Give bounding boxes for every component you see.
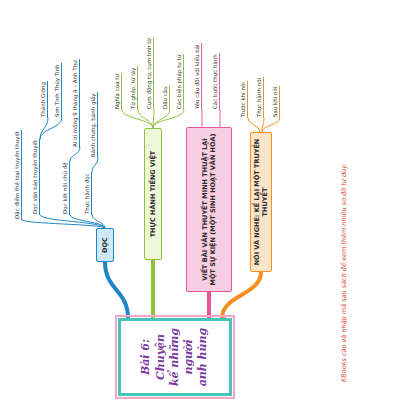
- node-text: Đặc điểm thể loại truyền thuyết: [14, 131, 20, 219]
- node-text: NÓI VÀ NGHE: KỂ LẠI MỘT TRUYỀN THUYẾT: [253, 136, 269, 268]
- node-text: Thực hành nói: [256, 78, 262, 117]
- sub-branch: [248, 118, 260, 132]
- node-text: Đọc văn bản truyền thuyết: [32, 140, 38, 214]
- node-text: Các bước thực hành: [212, 54, 218, 109]
- branch-box: VIẾT BÀI VĂN THUYẾT MINH THUẬT LẠI MỘT S…: [186, 127, 232, 292]
- branch-topic: Trước khi nói: [240, 81, 248, 118]
- branch-topic: Sau khi nói: [272, 86, 280, 118]
- sub-branch: [40, 118, 62, 139]
- branch-topic: Thực hành đọc: [84, 172, 92, 215]
- node-text: Cụm động từ, cụm tính từ: [146, 38, 152, 109]
- node-text: THỰC HÀNH TIẾNG VIỆT: [149, 151, 157, 238]
- branch-box: THỰC HÀNH TIẾNG VIỆT: [144, 128, 162, 260]
- branch-topic: Yêu cầu đối với kiểu bài: [194, 43, 202, 110]
- branch-topic: Sơn Tinh Thủy Tinh: [54, 63, 62, 118]
- node-text: Từ ghép, từ láy: [130, 68, 136, 110]
- sub-branch: [220, 110, 221, 127]
- branch-topic: Dấu câu: [162, 85, 170, 110]
- node-text: Sơn Tinh Thủy Tinh: [54, 64, 60, 117]
- branch-topic: Đọc văn bản truyền thuyết: [32, 139, 40, 215]
- node-text: Dấu câu: [162, 86, 168, 109]
- branch-topic: Các biện pháp tu từ: [176, 54, 184, 110]
- node-text: Thánh Gióng: [40, 82, 46, 117]
- branch-topic: Đặc điểm thể loại truyền thuyết: [14, 130, 22, 220]
- branch-topic: Đọc kết nối chủ đề: [62, 161, 70, 215]
- sub-branch: [153, 110, 184, 128]
- sub-branch: [40, 215, 105, 228]
- branch-topic: Nghĩa của từ: [114, 73, 122, 110]
- sub-branch: [92, 158, 98, 172]
- sub-branch: [70, 215, 105, 228]
- main-branch: [207, 292, 211, 318]
- main-branch: [105, 262, 128, 318]
- node-text: Bánh chưng, bánh giầy: [90, 93, 96, 157]
- sub-branch: [262, 118, 280, 132]
- branch-topic: Thánh Gióng: [40, 81, 48, 118]
- branch-box: NÓI VÀ NGHE: KỂ LẠI MỘT TRUYỀN THUYẾT: [250, 132, 272, 272]
- node-text: ĐỌC: [101, 237, 109, 253]
- branch-topic: Ai ơi mồng 9 tháng 4 – Anh Thư: [72, 59, 80, 148]
- sub-branch: [122, 110, 153, 128]
- node-text: Đọc kết nối chủ đề: [62, 162, 68, 214]
- node-text: Sau khi nói: [272, 87, 278, 117]
- node-text: Yêu cầu đối với kiểu bài: [194, 44, 200, 109]
- branch-topic: Từ ghép, từ láy: [130, 67, 138, 111]
- branch-topic: Cụm động từ, cụm tính từ: [146, 37, 154, 110]
- main-branch: [151, 260, 155, 318]
- node-text: Trước khi nói: [240, 82, 246, 117]
- branch-topic: Bánh chưng, bánh giầy: [90, 92, 98, 158]
- node-text: Nghĩa của từ: [114, 74, 120, 109]
- branch-box: ĐỌC: [96, 228, 114, 262]
- node-text: VIẾT BÀI VĂN THUYẾT MINH THUẬT LẠI MỘT S…: [201, 131, 217, 288]
- branch-topic: Các bước thực hành: [212, 53, 220, 110]
- node-text: Ai ơi mồng 9 tháng 4 – Anh Thư: [72, 60, 78, 147]
- node-text: Bài 6: Chuyện kể những người anh hùng: [139, 327, 210, 387]
- sub-branch: [92, 215, 105, 228]
- node-text: Thực hành đọc: [84, 173, 90, 214]
- node-text: Các biện pháp tu từ: [176, 55, 182, 109]
- sub-branch: [202, 110, 203, 127]
- sub-branch: [70, 148, 80, 161]
- central-topic: Bài 6: Chuyện kể những người anh hùng: [118, 318, 232, 396]
- promo-note: KBooks cào và nhập mã sau sách để xem th…: [340, 163, 348, 382]
- branch-topic: Thực hành nói: [256, 77, 264, 118]
- sub-branch: [138, 110, 153, 128]
